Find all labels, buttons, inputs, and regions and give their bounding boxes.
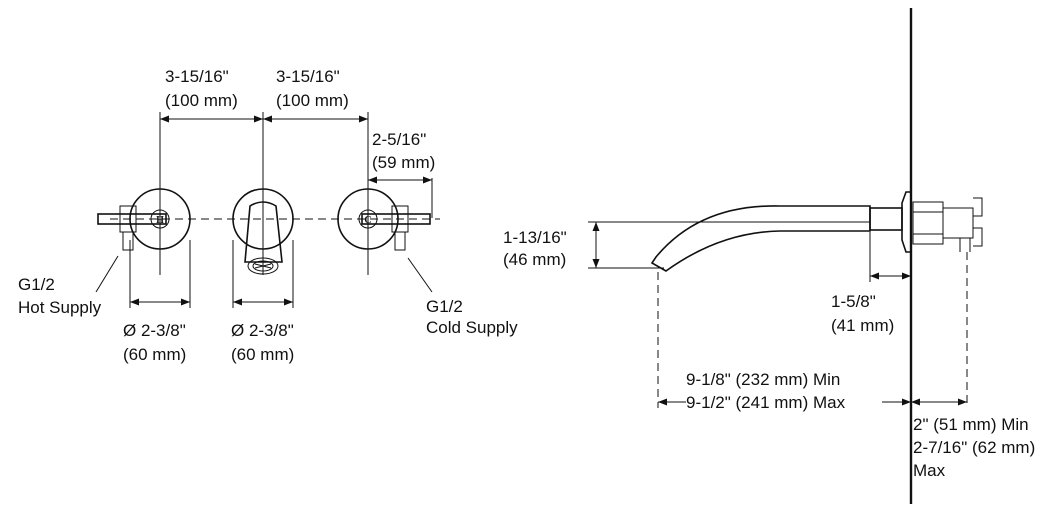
handle-offset-metric: (59 mm) (372, 153, 435, 172)
flange-depth-metric: (41 mm) (831, 316, 894, 335)
hot-diameter-metric: (60 mm) (123, 345, 186, 364)
side-view: 1-13/16" (46 mm) 1-5/8" (41 mm) 9-1/8" (… (503, 8, 1035, 504)
reach-min: 9-1/8" (232 mm) Min (686, 370, 840, 389)
hot-supply-label: Hot Supply (18, 298, 102, 317)
valve-body (912, 197, 983, 252)
wall-min: 2" (51 mm) Min (913, 415, 1029, 434)
cold-mark: C (364, 215, 371, 226)
spout-height-frac: 1-13/16" (503, 228, 567, 247)
flange-depth-dimension: 1-5/8" (41 mm) (831, 232, 911, 335)
handle-offset-frac: 2-5/16" (372, 130, 426, 149)
spout-diameter-frac: Ø 2-3/8" (231, 321, 294, 340)
wall-max-line1: 2-7/16" (62 mm) (913, 438, 1035, 457)
spacing-left-metric: (100 mm) (165, 91, 238, 110)
spacing-dimension: 3-15/16" (100 mm) 3-15/16" (100 mm) (159, 67, 369, 275)
cold-handle: C (337, 188, 431, 251)
diameter-dimensions: Ø 2-3/8" (60 mm) Ø 2-3/8" (60 mm) (123, 240, 294, 364)
spacing-right-metric: (100 mm) (276, 91, 349, 110)
spout-side (650, 191, 912, 272)
front-view: 3-15/16" (100 mm) 3-15/16" (100 mm) 2-5/… (18, 67, 518, 364)
wall-depth-dimension: 2" (51 mm) Min 2-7/16" (62 mm) Max (911, 252, 1035, 480)
spout-front (232, 188, 294, 275)
wall-max-line2: Max (913, 461, 946, 480)
spout-height-metric: (46 mm) (503, 250, 566, 269)
spacing-right-frac: 3-15/16" (276, 67, 340, 86)
cold-supply-label: Cold Supply (426, 318, 518, 337)
hot-handle: H (97, 188, 191, 251)
hot-mark: H (156, 215, 164, 226)
flange-depth-frac: 1-5/8" (831, 292, 876, 311)
spacing-left-frac: 3-15/16" (165, 67, 229, 86)
handle-offset-dimension: 2-5/16" (59 mm) (368, 130, 435, 218)
hot-diameter-frac: Ø 2-3/8" (123, 321, 186, 340)
spout-diameter-metric: (60 mm) (231, 345, 294, 364)
reach-dimension: 9-1/8" (232 mm) Min 9-1/2" (241 mm) Max (657, 272, 911, 412)
supply-labels: G1/2 Hot Supply G1/2 Cold Supply (18, 255, 518, 337)
spout-height-dimension: 1-13/16" (46 mm) (503, 221, 870, 269)
cold-supply-size: G1/2 (426, 297, 463, 316)
hot-supply-size: G1/2 (18, 275, 55, 294)
reach-max: 9-1/2" (241 mm) Max (686, 393, 846, 412)
